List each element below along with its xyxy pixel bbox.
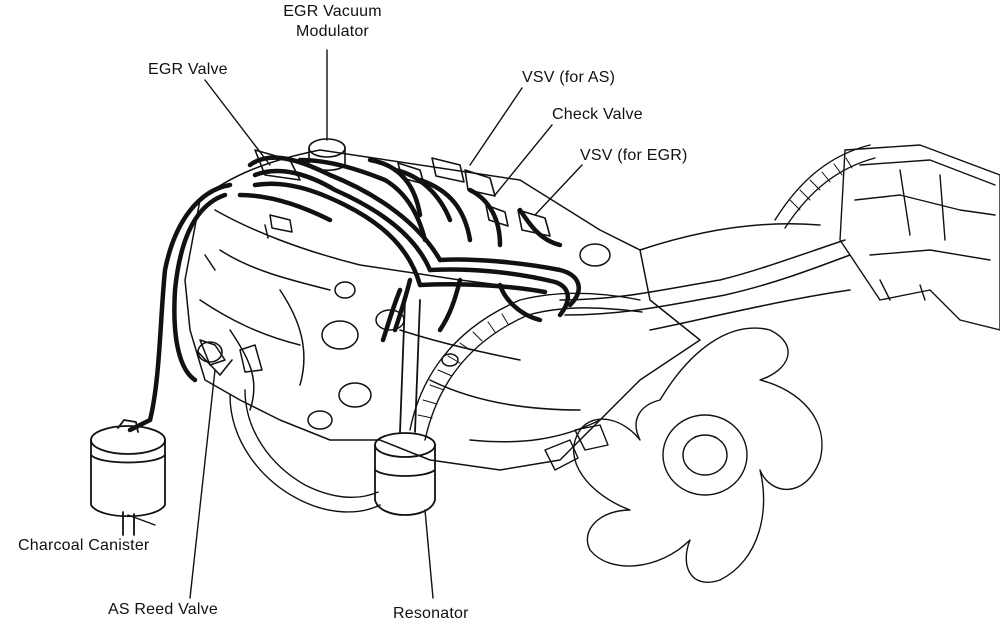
intake-hose bbox=[409, 144, 876, 441]
leader-lines bbox=[127, 49, 583, 599]
engine-block bbox=[184, 149, 851, 471]
egr-valve-label: EGR Valve bbox=[148, 61, 228, 78]
check-valve-label: Check Valve bbox=[552, 106, 643, 123]
vacuum-hoses bbox=[127, 155, 581, 433]
charcoal-canister-part bbox=[90, 419, 166, 536]
vsv-units bbox=[397, 157, 551, 237]
lower-hose bbox=[229, 389, 381, 513]
egr-vacuum-modulator-line1: EGR Vacuum bbox=[283, 3, 382, 20]
resonator-part bbox=[374, 299, 436, 516]
sensor-fittings bbox=[544, 424, 609, 471]
resonator-label: Resonator bbox=[393, 605, 469, 622]
as-reed-valve-label: AS Reed Valve bbox=[108, 601, 218, 618]
egr-vacuum-modulator-label: EGR Vacuum Modulator bbox=[275, 2, 390, 42]
egr-valve-part bbox=[254, 149, 301, 181]
cooling-fan bbox=[573, 327, 823, 583]
radiator-outline bbox=[839, 144, 1000, 331]
vsv-as-label: VSV (for AS) bbox=[522, 69, 616, 86]
vsv-egr-label: VSV (for EGR) bbox=[580, 147, 688, 164]
intake-hose-ribs bbox=[417, 157, 853, 419]
as-reed-valve-part bbox=[197, 341, 233, 376]
egr-vacuum-modulator-line2: Modulator bbox=[296, 23, 369, 40]
charcoal-canister-label: Charcoal Canister bbox=[18, 537, 150, 554]
